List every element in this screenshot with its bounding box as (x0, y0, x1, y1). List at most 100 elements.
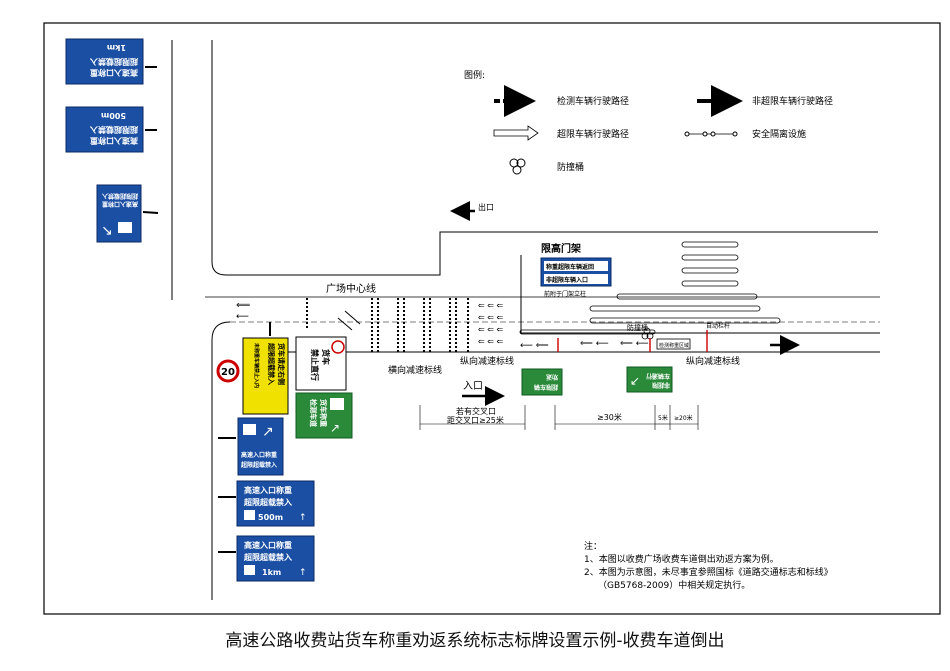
svg-text:高速入口称重: 高速入口称重 (90, 68, 138, 78)
notes-title: 注： (584, 540, 602, 552)
notes-line-2: 2、本图为示意图，未尽事宜参照国标《道路交通标志和标线》 (584, 566, 833, 578)
svg-text:防撞桶: 防撞桶 (557, 161, 584, 173)
isolation-facilities (519, 241, 781, 335)
arrow-left-5: ⟸ ⟵ (620, 339, 649, 349)
lane-arrows: ⇐ ⇐ ⇐ ⇐ ⇐ ⇐ ⇐ ⇐ ⇐ ⇐ ⇐ ⇐ (478, 301, 503, 346)
sign-ramp-500m: 高速入口称重 超限超载禁入 500m ↑ (218, 480, 315, 527)
svg-text:500m: 500m (101, 111, 126, 120)
auto-barrier-label: 自动栏杆 (706, 322, 730, 330)
svg-text:20: 20 (221, 367, 235, 378)
weigh-zone-label: 检测称重区域 (659, 342, 689, 349)
svg-text:超限超载禁入: 超限超载禁入 (90, 57, 139, 67)
svg-text:超限超载禁入: 超限超载禁入 (243, 497, 292, 507)
legend-item-1: 检测车辆行驶路径 (494, 85, 629, 117)
svg-text:检测车辆行驶路径: 检测车辆行驶路径 (557, 95, 629, 107)
svg-text:称重超限车辆返回: 称重超限车辆返回 (546, 263, 594, 271)
exit-label: 出口 (478, 202, 494, 212)
svg-text:货车请走右侧: 货车请走右侧 (277, 342, 286, 385)
green-sign-2: ↙ 非超限 车辆通行 (626, 366, 673, 393)
road-edge-bottom-left (211, 321, 231, 600)
svg-text:非超限: 非超限 (652, 381, 670, 389)
svg-text:↑: ↑ (299, 568, 307, 578)
svg-text:↑: ↑ (299, 513, 307, 523)
drawing-frame (43, 22, 941, 615)
svg-text:超限超载禁入: 超限超载禁入 (267, 343, 276, 385)
svg-text:货车称重: 货车称重 (319, 398, 328, 427)
green-sign-1: 超限车辆 劝返 (521, 368, 563, 396)
svg-text:高速入口称重: 高速入口称重 (90, 136, 138, 146)
svg-text:⇐ ⇐ ⇐: ⇐ ⇐ ⇐ (478, 325, 503, 334)
arrow-left-3: ⟵ ⟸ (520, 341, 549, 351)
sign-ramp-1km: 高速入口称重 超限超载禁入 1km ↑ (218, 535, 315, 582)
merge-arrow-2 (344, 310, 361, 325)
arrow-left-2: ⟵ (236, 312, 249, 322)
svg-text:高速入口称重: 高速入口称重 (102, 200, 138, 208)
svg-text:未称重车辆禁止入内: 未称重车辆禁止入内 (253, 342, 260, 388)
svg-text:超限车辆行驶路径: 超限车辆行驶路径 (557, 128, 629, 140)
sign-ramp-turn-top: 高速入口称重 超限超载禁入 ↘ (96, 184, 159, 243)
svg-text:高速入口称重: 高速入口称重 (244, 540, 292, 550)
svg-text:高速入口称重: 高速入口称重 (241, 451, 277, 459)
sign-truck-warning: 货车请走右侧 超限超载禁入 未称重车辆禁止入内 (242, 322, 289, 415)
svg-text:⇐ ⇐ ⇐: ⇐ ⇐ ⇐ (478, 313, 503, 322)
transverse-label: 横向减速标线 (388, 364, 442, 376)
svg-text:⇐ ⇐ ⇐: ⇐ ⇐ ⇐ (478, 301, 503, 310)
notes-line-1: 1、本图以收费广场收费车道倒出劝返方案为例。 (584, 553, 779, 565)
page-caption: 高速公路收费站货车称重劝返系统标志标牌设置示例-收费车道倒出 (225, 631, 725, 651)
dim-intersection-1: 若有交叉口 (456, 406, 496, 416)
svg-text:⇐ ⇐ ⇐: ⇐ ⇐ ⇐ (478, 337, 503, 346)
plaza-centerline-label: 广场中心线 (326, 282, 376, 295)
weigh-zone-box (656, 338, 691, 350)
arrow-left-1: ⟸ (236, 300, 250, 311)
dimension-lines (419, 405, 699, 430)
dim-5m: 5米 (658, 414, 668, 422)
svg-text:超限超载禁入: 超限超载禁入 (243, 552, 292, 562)
legend-item-4: 安全隔离设施 (684, 128, 806, 140)
svg-text:货车: 货车 (321, 348, 331, 365)
svg-text:↗: ↗ (330, 421, 340, 435)
svg-text:安全隔离设施: 安全隔离设施 (752, 128, 806, 140)
svg-text:超限车辆: 超限车辆 (534, 383, 559, 391)
svg-text:超限超载禁入: 超限超载禁入 (240, 461, 277, 469)
svg-text:超限超载禁入: 超限超载禁入 (102, 192, 139, 200)
entrance-label: 入口 (463, 381, 483, 392)
svg-text:↘: ↘ (101, 223, 113, 239)
gantry-sign: 称重超限车辆返回 非超限车辆入口 (540, 257, 612, 287)
road-edge-top (211, 40, 878, 276)
speed-limit-sign: 20 (216, 359, 240, 383)
height-gantry-label: 限高门架 (541, 242, 581, 255)
legend-item-3: 超限车辆行驶路径 (493, 125, 629, 141)
dim-20m: ≥20米 (674, 414, 693, 422)
merge-arrow (337, 317, 353, 331)
legend-item-5: 防撞桶 (509, 158, 584, 175)
svg-text:非超限车辆行驶路径: 非超限车辆行驶路径 (752, 95, 833, 107)
legend-item-2: 非超限车辆行驶路径 (697, 85, 833, 117)
gantry-note: 前附于门架立柱 (544, 290, 586, 298)
svg-text:500m: 500m (258, 513, 283, 522)
longitudinal-label-1: 纵向减速标线 (460, 355, 514, 367)
sign-ramp-turn: ↗ 高速入口称重 超限超载禁入 (218, 417, 284, 476)
svg-text:超限超载禁入: 超限超载禁入 (90, 125, 139, 135)
legend-title: 图例: (464, 69, 485, 81)
sign-ramp-500m-top: 高速入口称重 超限超载禁入 500m (65, 106, 157, 153)
svg-text:高速入口称重: 高速入口称重 (244, 485, 292, 495)
transverse-decel-markings (306, 298, 469, 352)
longitudinal-label-2: 纵向减速标线 (686, 355, 740, 367)
svg-text:↗: ↗ (262, 424, 274, 440)
svg-text:非超限车辆入口: 非超限车辆入口 (546, 276, 588, 284)
sign-truck-only: 货车 禁止直行 (295, 336, 347, 391)
arrow-left-4: ⟸ ⟵ (580, 339, 609, 349)
sign-ramp-1km-top: 高速入口称重 超限超载禁入 1km (65, 38, 157, 85)
svg-text:劝返: 劝返 (546, 373, 559, 381)
svg-text:车辆通行: 车辆通行 (646, 372, 670, 380)
crash-barrel-label: 防撞桶 (627, 323, 648, 332)
svg-text:1km: 1km (262, 568, 281, 577)
svg-text:↙: ↙ (630, 374, 640, 388)
dim-intersection-2: 距交叉口≥25米 (447, 415, 504, 425)
dim-30m: ≥30米 (597, 412, 622, 422)
svg-text:禁止直行: 禁止直行 (310, 348, 320, 381)
notes-line-3: （GB5768-2009）中相关规定执行。 (598, 579, 750, 591)
svg-text:检测车道: 检测车道 (309, 399, 318, 427)
sign-weigh-lane: 货车称重 检测车道 ↗ (295, 392, 353, 439)
